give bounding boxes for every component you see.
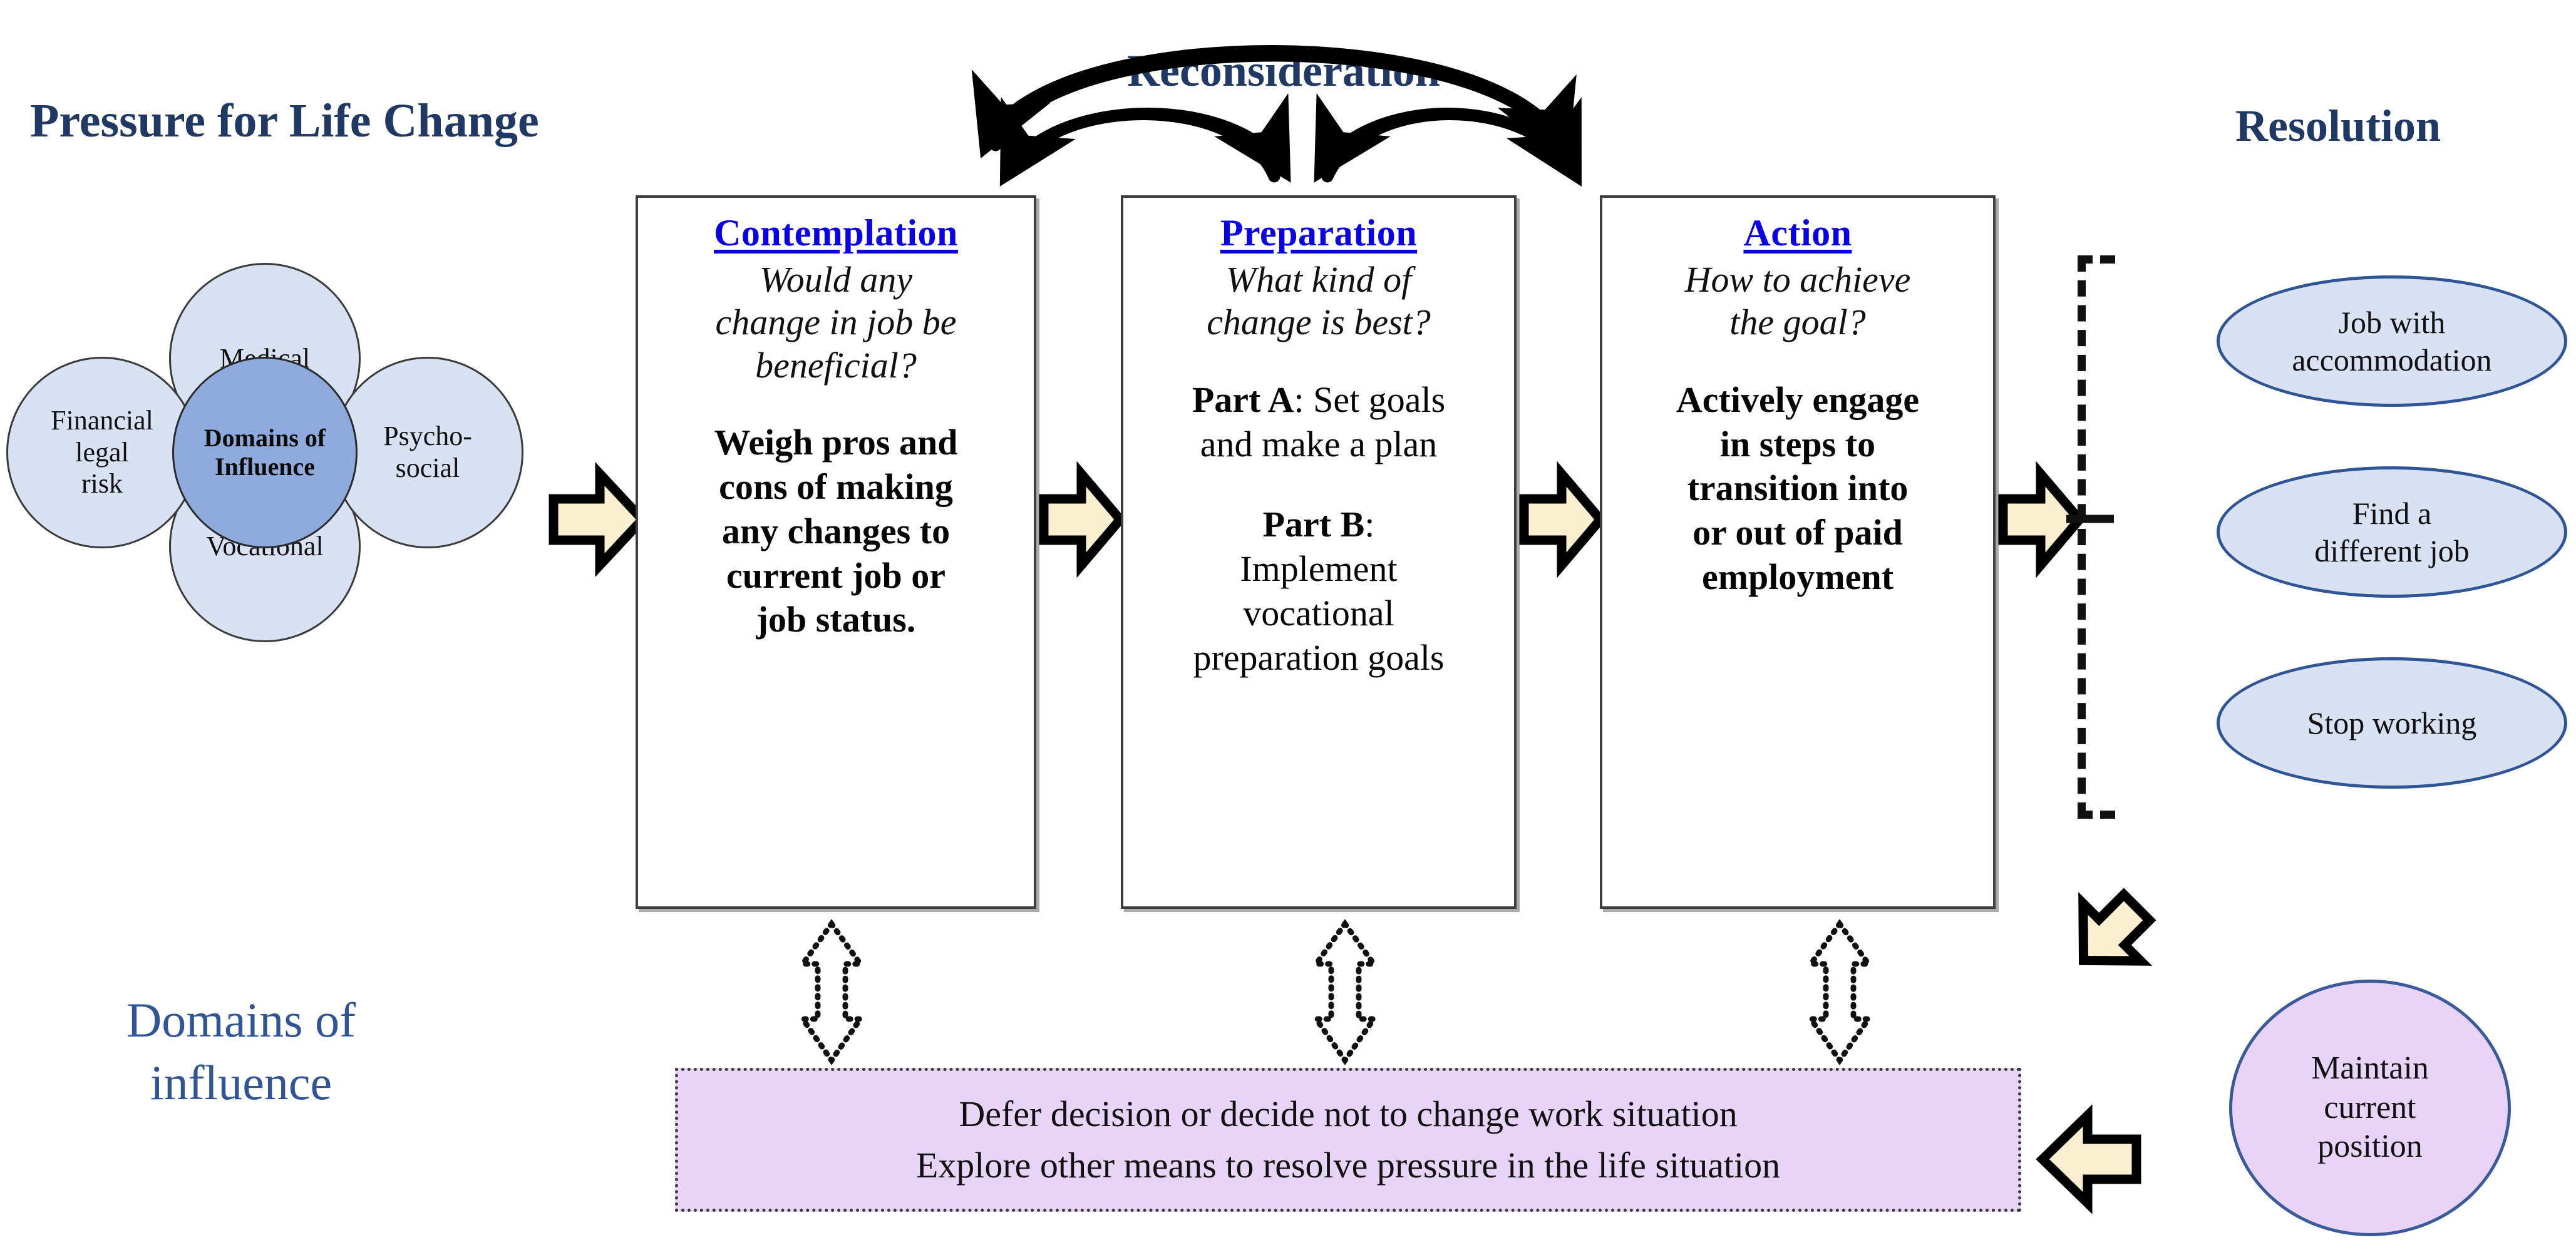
- part-a-text: : Set goals: [1294, 379, 1446, 420]
- body-line1: Weigh pros and: [714, 422, 958, 463]
- stage-body-contemplation: Weigh pros and cons of making any change…: [647, 421, 1025, 642]
- caption-line-1: Domains of: [126, 993, 356, 1047]
- arc-action-to-contemplation: [972, 45, 1572, 158]
- domains-of-influence-flower: Medical Vocational Financial legal risk …: [6, 263, 532, 642]
- petal-financial-line3: risk: [81, 468, 123, 499]
- block-arrow-diagonal-down-left: [2078, 888, 2156, 966]
- connector-line-to-bracket: [2066, 515, 2114, 523]
- maintain-current-position[interactable]: Maintain current position: [2229, 980, 2511, 1236]
- block-arrow-flower-to-contemplation: [549, 461, 649, 578]
- block-arrow-preparation-to-action: [1519, 461, 1607, 578]
- part-a-label: Part A: [1192, 379, 1294, 420]
- body-line5: job status.: [756, 599, 916, 640]
- caption-line-2: influence: [150, 1055, 332, 1110]
- stage-title-action[interactable]: Action: [1743, 212, 1852, 254]
- part-b-text: :: [1364, 504, 1375, 545]
- stage-body-action: Actively engage in steps to transition i…: [1611, 378, 1984, 600]
- defer-line-1: Defer decision or decide not to change w…: [959, 1093, 1738, 1134]
- resolution-label: Stop working: [2307, 705, 2477, 740]
- label-line2: different job: [2314, 533, 2470, 568]
- stage-title-contemplation[interactable]: Contemplation: [714, 212, 958, 254]
- stage-box-contemplation[interactable]: Contemplation Would any change in job be…: [636, 195, 1036, 909]
- maintain-line1: Maintain: [2311, 1050, 2429, 1087]
- part-a-line2: and make a plan: [1200, 423, 1438, 464]
- body-line2: cons of making: [719, 466, 953, 508]
- stage-question-contemplation: Would any change in job be beneficial?: [647, 259, 1025, 387]
- body-line2: in steps to: [1719, 423, 1876, 464]
- petal-financial-line1: Financial: [51, 405, 153, 436]
- part-b-line1: Part B:: [1132, 503, 1505, 547]
- core-line1: Domains of: [204, 424, 326, 452]
- body-line5: employment: [1701, 556, 1894, 597]
- petal-psychosocial: Psycho- social: [332, 357, 523, 548]
- stage-box-action[interactable]: Action How to achieve the goal? Actively…: [1600, 195, 1996, 909]
- part-b-label: Part B: [1262, 504, 1365, 545]
- petal-psychosocial-line1: Psycho-: [383, 421, 472, 452]
- core-label: Domains of Influence: [204, 424, 326, 481]
- label-line2: accommodation: [2292, 342, 2492, 377]
- caption-domains-of-influence: Domains of influence: [97, 989, 385, 1114]
- q-line3: beneficial?: [755, 344, 917, 386]
- body-line4: or out of paid: [1692, 512, 1903, 553]
- body-line1: Actively engage: [1676, 379, 1920, 420]
- header-pressure-for-life-change: Pressure for Life Change: [30, 95, 539, 147]
- stage-body-preparation-part-a: Part A: Set goals and make a plan: [1132, 378, 1505, 467]
- body-line3: any changes to: [721, 510, 951, 551]
- part-b-line4: preparation goals: [1193, 637, 1445, 678]
- part-a-line1: Part A: Set goals: [1132, 378, 1505, 423]
- q-line1: Would any: [759, 259, 913, 300]
- resolution-stop-working[interactable]: Stop working: [2217, 657, 2567, 789]
- body-line4: current job or: [726, 555, 946, 596]
- dotted-double-arrow-contemplation: [797, 919, 866, 1065]
- block-arrow-action-to-resolution: [1998, 461, 2086, 578]
- label-line1: Find a: [2352, 496, 2432, 531]
- petal-psychosocial-line2: social: [395, 453, 460, 483]
- part-b-line2: Implement: [1240, 548, 1398, 590]
- resolution-label: Job with accommodation: [2292, 304, 2491, 379]
- q-line2: change is best?: [1207, 302, 1431, 343]
- petal-financial-legal-risk: Financial legal risk: [6, 357, 198, 548]
- petal-financial-label: Financial legal risk: [51, 405, 153, 500]
- petal-financial-line2: legal: [75, 436, 129, 468]
- petal-psychosocial-label: Psycho- social: [383, 421, 472, 484]
- arc-contemplation-to-preparation: [1008, 93, 1291, 183]
- resolution-find-a-different-job[interactable]: Find a different job: [2217, 466, 2567, 598]
- q-line1: What kind of: [1225, 259, 1412, 300]
- stage-question-action: How to achieve the goal?: [1611, 259, 1984, 344]
- dotted-double-arrow-action: [1805, 919, 1874, 1065]
- reconsideration-arrows: [972, 45, 1582, 187]
- label-line1: Job with: [2338, 305, 2446, 340]
- stage-title-preparation[interactable]: Preparation: [1220, 212, 1418, 254]
- q-line1: How to achieve: [1684, 259, 1911, 300]
- body-line3: transition into: [1687, 468, 1909, 509]
- spacer: [1132, 466, 1505, 503]
- q-line2: change in job be: [715, 302, 957, 343]
- block-arrow-contemplation-to-preparation: [1039, 461, 1126, 578]
- resolution-bracket: [2078, 255, 2115, 819]
- arc-action-to-preparation: [1314, 93, 1575, 183]
- stage-question-preparation: What kind of change is best?: [1132, 259, 1505, 344]
- stage-body-preparation-part-b: Part B: Implement vocational preparation…: [1132, 503, 1505, 680]
- flower-core-domains-of-influence: Domains of Influence: [172, 357, 358, 548]
- part-b-line3: vocational: [1243, 592, 1394, 633]
- dotted-double-arrow-preparation: [1311, 919, 1379, 1065]
- resolution-job-with-accommodation[interactable]: Job with accommodation: [2217, 275, 2567, 407]
- defer-decision-box[interactable]: Defer decision or decide not to change w…: [675, 1068, 2021, 1212]
- q-line2: the goal?: [1729, 302, 1866, 343]
- header-resolution: Resolution: [2235, 101, 2441, 151]
- maintain-label: Maintain current position: [2311, 1049, 2429, 1166]
- defer-line-2: Explore other means to resolve pressure …: [915, 1145, 1781, 1186]
- maintain-line3: position: [2317, 1129, 2423, 1165]
- core-line2: Influence: [214, 453, 315, 481]
- block-arrow-maintain-to-defer: [2036, 1104, 2141, 1214]
- resolution-label: Find a different job: [2314, 494, 2470, 570]
- stage-box-preparation[interactable]: Preparation What kind of change is best?…: [1121, 195, 1517, 909]
- maintain-line2: current: [2324, 1089, 2416, 1125]
- arc-contemplation-to-action: [989, 49, 1577, 163]
